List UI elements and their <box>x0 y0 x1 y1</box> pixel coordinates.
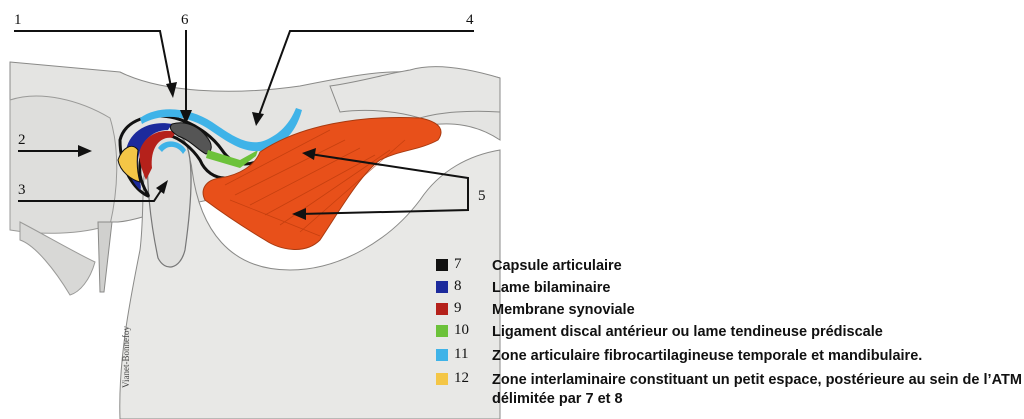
callout-arrowhead-5a <box>302 148 316 160</box>
styloid-process <box>97 221 113 293</box>
legend-swatch <box>436 325 448 337</box>
legend-swatch <box>436 349 448 361</box>
legend-number: 12 <box>454 370 469 386</box>
legend-number: 7 <box>454 256 462 272</box>
interlaminar-space <box>117 145 141 183</box>
legend-number: 8 <box>454 278 462 294</box>
callout-number-1: 1 <box>14 12 22 28</box>
callout-arrowhead-3 <box>156 180 168 194</box>
callout-arrowhead-1 <box>166 82 177 98</box>
legend-label: Capsule articulaire <box>492 258 622 274</box>
skull-posterior <box>9 95 118 234</box>
callout-number-5: 5 <box>478 188 486 204</box>
callout-arrowhead-6 <box>180 110 192 124</box>
legend-swatch <box>436 259 448 271</box>
fibrocartilage-zone <box>140 108 302 152</box>
legend-label: Zone interlaminaire constituant un petit… <box>492 372 1022 407</box>
callout-arrowhead-5b <box>292 208 306 220</box>
zygomatic-arch <box>329 66 501 119</box>
callout-number-4: 4 <box>466 12 474 28</box>
callout-line-1 <box>14 30 173 93</box>
articular-disc <box>169 122 212 155</box>
mastoid-process <box>19 221 96 296</box>
legend-swatch <box>436 303 448 315</box>
legend-number: 11 <box>454 346 469 362</box>
legend-label: Zone articulaire fibrocartilagineuse tem… <box>492 348 923 364</box>
callout-arrowhead-2 <box>78 145 92 157</box>
legend-swatch <box>436 373 448 385</box>
legend-number: 10 <box>454 322 469 338</box>
callout-arrowhead-4 <box>252 112 264 126</box>
muscle-fibers <box>224 129 406 237</box>
anterior-discal-ligament <box>206 150 258 168</box>
legend-label: Lame bilaminaire <box>492 280 611 296</box>
legend-label: Membrane synoviale <box>492 302 635 318</box>
legend-label: Ligament discal antérieur ou lame tendin… <box>492 324 883 340</box>
illustration-credit: Vianet-Bonnefoy <box>121 326 131 388</box>
callout-number-3: 3 <box>18 182 26 198</box>
callout-number-6: 6 <box>181 12 189 28</box>
mandible-ramus <box>119 144 501 419</box>
callout-line-5 <box>299 153 469 215</box>
callout-line-4 <box>257 30 474 119</box>
callout-number-2: 2 <box>18 132 26 148</box>
condyle-cartilage <box>158 141 186 154</box>
legend-swatch <box>436 281 448 293</box>
legend-number: 9 <box>454 300 462 316</box>
synovial-membrane <box>139 130 176 180</box>
